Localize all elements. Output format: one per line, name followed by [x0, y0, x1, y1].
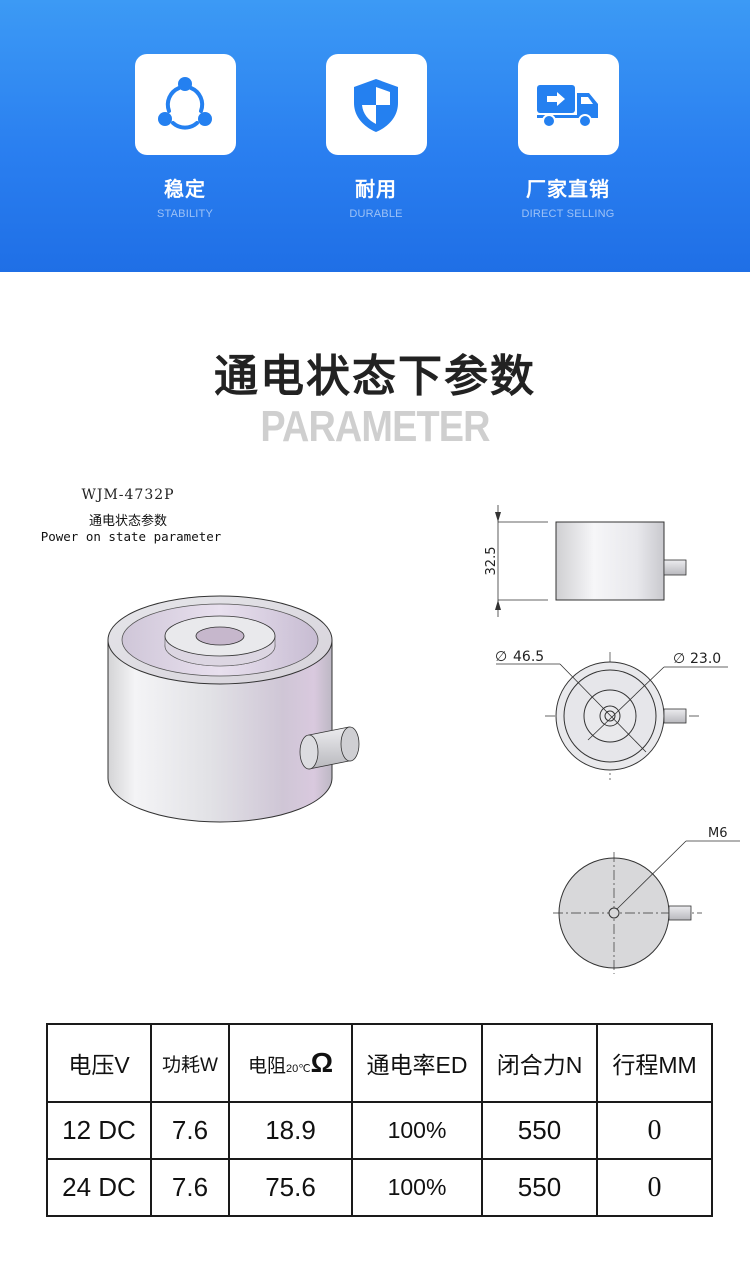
thread-dimension: M6	[708, 826, 728, 841]
diameter-symbol: ∅	[673, 651, 685, 667]
feature-tile	[134, 54, 236, 155]
cell-stroke: 0	[596, 1101, 713, 1160]
delivery-truck-icon	[537, 84, 598, 128]
technical-drawing: 32.5 ∅ 46.5 ∅ 23.0 M6	[107, 505, 740, 974]
header-resistance: 电阻20℃Ω	[228, 1023, 353, 1103]
table-row: 24 DC 7.6 75.6 100% 550 0	[46, 1158, 713, 1217]
header-resistance-unit: Ω	[310, 1047, 334, 1078]
cell-duty-cycle: 100%	[351, 1158, 483, 1217]
table-row: 12 DC 7.6 18.9 100% 550 0	[46, 1101, 713, 1160]
inner-diameter-dimension: 23.0	[690, 651, 721, 667]
outer-diameter-dimension: 46.5	[513, 649, 544, 665]
header-resistance-temp: 20℃	[285, 1063, 311, 1075]
header-resistance-label: 电阻	[247, 1056, 286, 1077]
side-view: 32.5	[484, 505, 687, 617]
cell-duty-cycle: 100%	[351, 1101, 483, 1160]
diameter-symbol: ∅	[495, 649, 507, 665]
cell-voltage: 24 DC	[46, 1158, 152, 1217]
feature-subtitle: STABILITY	[157, 208, 213, 220]
header-stroke: 行程MM	[596, 1023, 713, 1103]
feature-direct-selling: 厂家直销 DIRECT SELLING	[473, 54, 663, 220]
feature-subtitle: DURABLE	[349, 208, 403, 220]
cell-stroke: 0	[596, 1158, 713, 1217]
cell-power: 7.6	[150, 1101, 230, 1160]
height-dimension: 32.5	[484, 547, 499, 576]
feature-title: 厂家直销	[526, 177, 610, 201]
feature-title: 耐用	[355, 177, 397, 201]
shield-icon	[354, 78, 398, 132]
header-voltage: 电压V	[46, 1023, 152, 1103]
drawing-caption-en: Power on state parameter	[40, 529, 222, 544]
top-view: ∅ 46.5 ∅ 23.0	[495, 649, 728, 780]
section-title: 通电状态下参数	[214, 351, 536, 402]
section-subtitle: PARAMETER	[260, 402, 490, 451]
feature-durable: 耐用 DURABLE	[281, 54, 471, 220]
header-holding-force: 闭合力N	[481, 1023, 598, 1103]
header-duty-cycle: 通电率ED	[351, 1023, 483, 1103]
table-header-row: 电压V 功耗W 电阻20℃Ω 通电率ED 闭合力N 行程MM	[46, 1023, 713, 1103]
model-number: WJM-4732P	[81, 487, 175, 503]
cell-voltage: 12 DC	[46, 1101, 152, 1160]
bottom-view: M6	[553, 826, 740, 974]
feature-tile	[517, 54, 619, 155]
drawing-caption-cn: 通电状态参数	[88, 514, 167, 529]
header-power: 功耗W	[150, 1023, 230, 1103]
feature-subtitle: DIRECT SELLING	[521, 208, 615, 220]
share-nodes-icon	[158, 76, 212, 130]
cell-resistance: 18.9	[228, 1101, 353, 1160]
cell-resistance: 75.6	[228, 1158, 353, 1217]
feature-banner: 稳定 STABILITY 耐用 DURABLE 厂家直销	[0, 0, 750, 272]
cell-holding-force: 550	[481, 1158, 598, 1217]
feature-tile	[325, 54, 427, 155]
isometric-view	[107, 595, 360, 823]
cell-holding-force: 550	[481, 1101, 598, 1160]
feature-title: 稳定	[164, 177, 206, 201]
feature-stability: 稳定 STABILITY	[90, 54, 280, 220]
parameter-table: 电压V 功耗W 电阻20℃Ω 通电率ED 闭合力N 行程MM 12 DC 7.6…	[46, 1023, 713, 1217]
cell-power: 7.6	[150, 1158, 230, 1217]
